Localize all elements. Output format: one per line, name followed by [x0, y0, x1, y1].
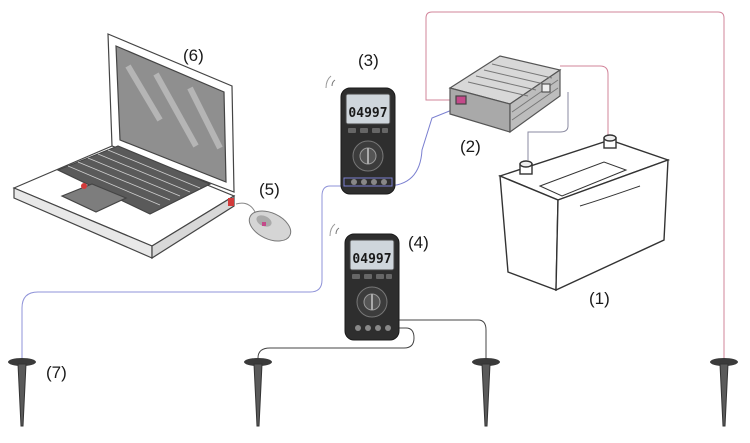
meter-bottom-reading: 04997 [352, 252, 391, 267]
label-mouse: (5) [259, 180, 280, 199]
multimeter-top [325, 75, 396, 195]
wire-meter4-to-left-mid-electrode [257, 327, 415, 362]
label-laptop: (6) [183, 46, 204, 65]
wires [21, 11, 725, 362]
meter-top-reading: 04997 [348, 106, 387, 121]
electrode-mid-right [472, 358, 500, 427]
laptop-pointer-stick [81, 183, 87, 189]
label-inverter: (2) [460, 137, 481, 156]
wire-meter4-to-right-mid-electrode [390, 319, 487, 360]
electrode-left [8, 358, 36, 427]
meter4-keys [352, 274, 392, 279]
wire-inverter-to-battery-negative [527, 92, 569, 160]
battery-terminal-negative [519, 160, 533, 175]
battery [497, 134, 671, 292]
wire-inverter-to-right-electrode [425, 11, 725, 360]
label-electrode: (7) [46, 363, 67, 382]
electrode-right [710, 358, 738, 427]
keyboard-keys [67, 149, 201, 206]
label-battery: (1) [589, 289, 610, 308]
multimeter-bottom [329, 223, 400, 341]
wire-inverter-to-battery [560, 65, 609, 140]
electrode-mid-left [244, 358, 272, 427]
screen-glare [125, 64, 223, 150]
mouse-cable [235, 202, 257, 215]
wire-meter3-to-laptop [21, 185, 346, 362]
laptop [12, 33, 236, 260]
mouse [248, 210, 292, 242]
inverter [448, 55, 562, 134]
battery-terminal-positive [603, 134, 617, 149]
meter3-keys [348, 128, 388, 133]
laptop-screen [115, 45, 227, 183]
wire-meter3-to-inverter [385, 109, 453, 187]
label-multimeter-bottom: (4) [408, 233, 429, 252]
laptop-port [228, 198, 234, 206]
label-multimeter-top: (3) [358, 51, 379, 70]
